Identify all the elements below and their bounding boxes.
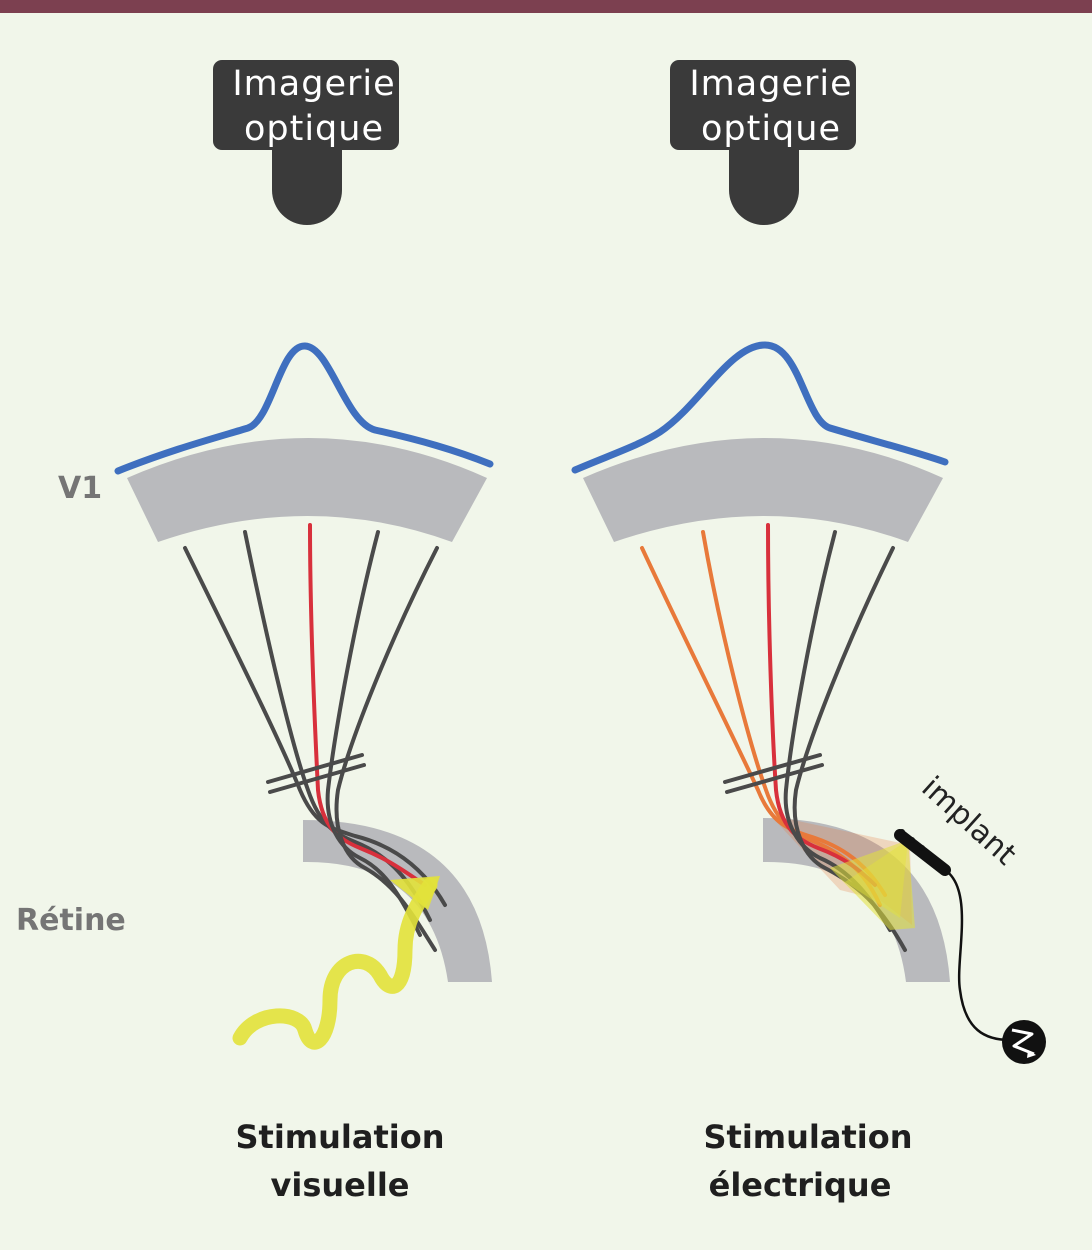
left-optic-fibers [183, 523, 447, 952]
left-panel: Imagerie optique V1 Rétine [16, 60, 494, 1204]
left-caption-line2: visuelle [271, 1166, 410, 1204]
left-activity-curve [114, 342, 494, 475]
right-retina [763, 818, 950, 982]
left-caption-line1: Stimulation [235, 1118, 444, 1156]
v1-label: V1 [58, 471, 102, 506]
right-activity-curve [571, 341, 949, 474]
left-camera-label-line1: Imagerie [232, 64, 395, 104]
implant-stimulation-field [830, 840, 915, 930]
left-v1-cortex [127, 438, 487, 542]
retina-label: Rétine [16, 903, 126, 938]
implant-electrode [894, 829, 951, 876]
left-optical-imaging-camera: Imagerie optique [213, 60, 399, 225]
right-camera-label-line2: optique [701, 109, 841, 149]
right-nerve-clamp [723, 753, 824, 794]
right-caption-line1: Stimulation [703, 1118, 912, 1156]
left-light-stimulus [232, 876, 440, 1050]
right-camera-label-line1: Imagerie [689, 64, 852, 104]
right-optical-imaging-camera: Imagerie optique [670, 60, 856, 225]
top-color-bar [0, 0, 1092, 13]
left-nerve-clamp [266, 753, 366, 794]
left-camera-label-line2: optique [244, 109, 384, 149]
stimulator-icon [1002, 1020, 1046, 1064]
implant-wire [944, 868, 1011, 1042]
left-retina [303, 820, 492, 982]
right-v1-cortex [583, 438, 943, 542]
right-panel: Imagerie optique [571, 60, 1046, 1204]
right-caption-line2: électrique [709, 1166, 892, 1204]
